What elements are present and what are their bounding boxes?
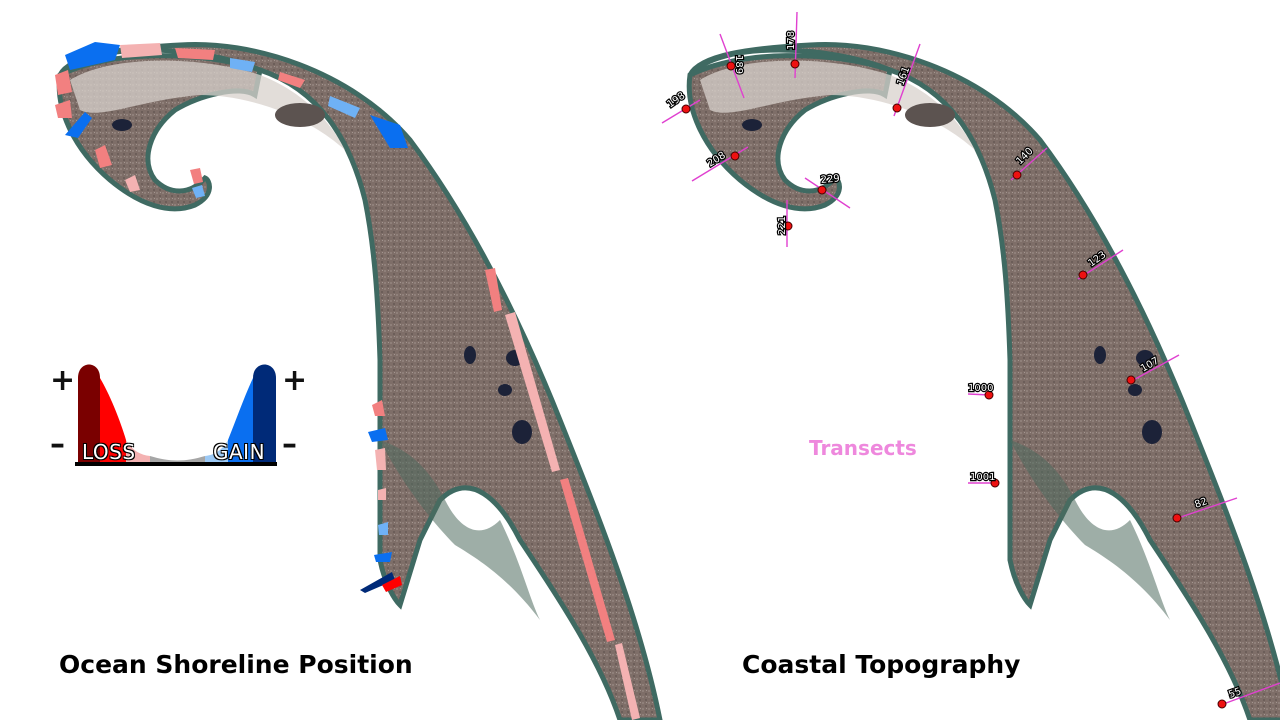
transect-marker-221[interactable]: [783, 221, 793, 231]
transect-marker-178[interactable]: [790, 59, 800, 69]
transect-marker-123[interactable]: [1078, 270, 1088, 280]
transect-marker-82[interactable]: [1172, 513, 1182, 523]
transect-marker-229[interactable]: [817, 185, 827, 195]
transect-marker-107[interactable]: [1126, 375, 1136, 385]
transect-marker-1000[interactable]: [984, 390, 994, 400]
transect-label: 221: [777, 216, 788, 235]
shoreline-change-map: [55, 42, 660, 720]
transects-label: Transects: [809, 436, 917, 460]
transect-marker-161[interactable]: [892, 103, 902, 113]
transect-label: 229: [820, 173, 840, 186]
transect-marker-208[interactable]: [730, 151, 740, 161]
plus-symbol-loss: +: [50, 363, 76, 398]
transect-label: 189: [733, 55, 744, 74]
transect-marker-55[interactable]: [1217, 699, 1227, 709]
minus-symbol-gain: –: [282, 427, 297, 462]
loss-gain-legend-graphic: [75, 364, 277, 466]
caption-coastal-topography: Coastal Topography: [742, 650, 1021, 679]
legend-gain-label: GAIN: [213, 440, 266, 464]
plus-symbol-gain: +: [282, 363, 308, 398]
transect-marker-198[interactable]: [681, 104, 691, 114]
minus-symbol-loss: –: [50, 427, 65, 462]
transect-label: 1000: [968, 383, 993, 394]
transect-marker-1001[interactable]: [990, 478, 1000, 488]
legend-loss-label: LOSS: [82, 440, 136, 464]
transect-marker-189[interactable]: [726, 61, 736, 71]
caption-ocean-shoreline-position: Ocean Shoreline Position: [59, 650, 413, 679]
shoreline-change-bars: [55, 42, 640, 720]
transect-label: 1001: [970, 472, 995, 483]
transect-label: 178: [786, 31, 797, 50]
loss-gain-legend: + + – – LOSS GAIN: [48, 362, 308, 472]
transect-markers: [681, 59, 1227, 709]
transect-marker-140[interactable]: [1012, 170, 1022, 180]
